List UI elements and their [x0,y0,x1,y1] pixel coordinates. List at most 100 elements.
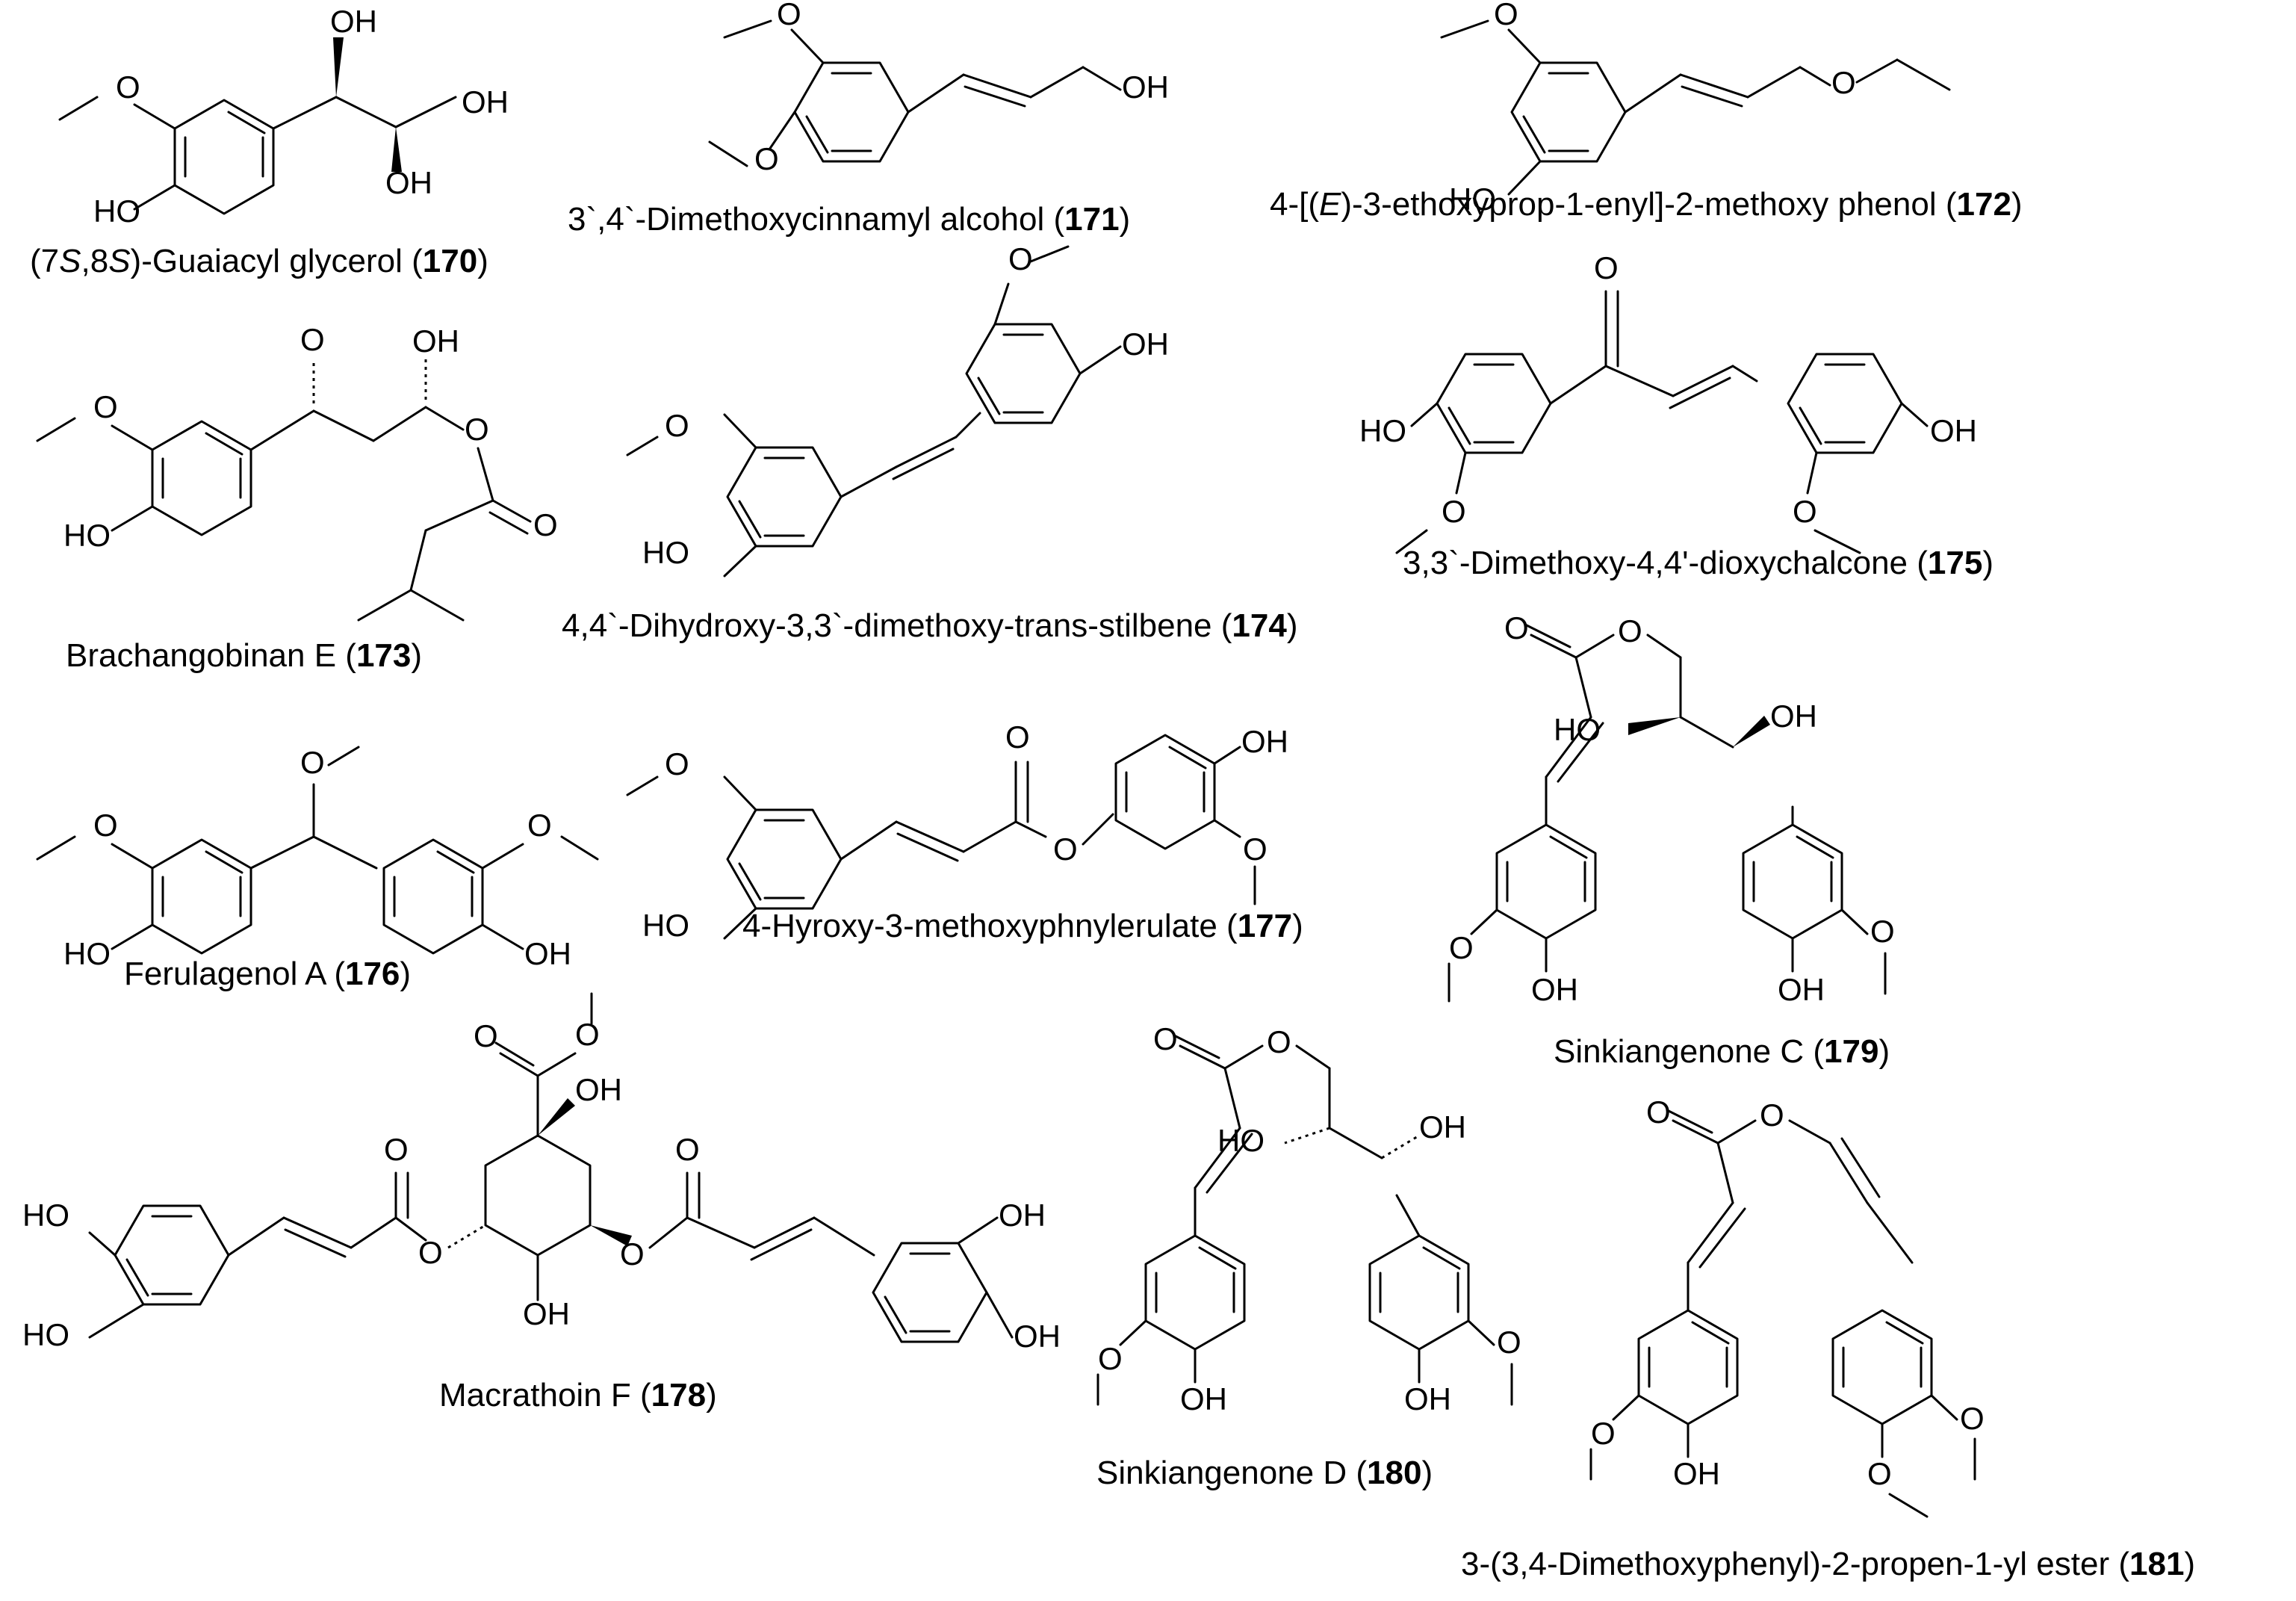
atom-o: O [533,507,558,542]
caption-178: Macrathoin F (178) [439,1377,717,1413]
atom-oh: OH [1770,699,1817,734]
structure-177-ring-b: OH O [1114,724,1288,905]
structure-171: O O OH [708,0,1169,176]
atom-ho: HO [1359,413,1406,448]
atom-o: O [1960,1401,1985,1436]
atom-o: O [620,1236,645,1272]
caption-174: 4,4`-Dihydroxy-3,3`-dimethoxy-trans-stil… [562,607,1298,644]
caption-181: 3-(3,4-Dimethoxyphenyl)-2-propen-1-yl es… [1461,1546,2196,1582]
structure-179: O OH O O HO OH [1448,610,1817,1007]
atom-ho: HO [642,908,689,943]
atom-ho: HO [93,193,140,229]
atom-oh: OH [1930,413,1977,448]
caption-172: 4-[(E)-3-ethoxyprop-1-enyl]-2-methoxy ph… [1270,186,2023,223]
structure-174-ring-b: O OH [965,241,1169,424]
atom-o: O [1504,610,1529,645]
atom-ho: HO [642,535,689,570]
atom-o: O [1494,0,1518,31]
atom-oh: OH [412,323,459,359]
atom-o: O [1005,719,1030,755]
atom-o: O [665,408,689,443]
atom-oh: OH [1241,724,1288,759]
atom-oh: OH [1014,1319,1061,1354]
atom-o: O [1449,930,1474,965]
structure-179-ring-b: O OH [1742,805,1895,1007]
atom-o: O [665,746,689,781]
atom-oh: OH [1122,326,1169,362]
atom-o: O [300,322,325,357]
structure-176: O HO O [36,745,378,971]
atom-oh: OH [999,1198,1046,1233]
atom-oh: OH [523,1296,570,1331]
caption-176: Ferulagenol A (176) [124,956,412,992]
structure-175-ring-b: OH O [1787,353,1977,554]
atom-o: O [474,1018,498,1053]
atom-ho: HO [1217,1123,1265,1158]
caption-171: 3`,4`-Dimethoxycinnamyl alcohol (171) [568,201,1131,238]
atom-o: O [93,389,118,424]
atom-ho: HO [63,936,111,971]
atom-o: O [1591,1416,1616,1451]
structure-174: O HO [626,408,981,577]
atom-o: O [1053,832,1078,867]
atom-o: O [1008,241,1033,276]
atom-o: O [384,1132,409,1167]
atom-oh: OH [1531,972,1578,1007]
structure-176-ring-b: O OH [382,808,599,971]
structure-180-ring-b: O OH [1368,1194,1521,1416]
structure-175: HO O O [1359,250,1758,554]
atom-oh: OH [1778,972,1825,1007]
atom-o: O [754,141,779,176]
atom-oh: OH [385,165,432,200]
caption-175: 3,3`-Dimethoxy-4,4'-dioxychalcone (175) [1403,545,1994,581]
structure-173: O HO O OH O O [36,322,558,622]
atom-o: O [465,412,489,447]
atom-o: O [1867,1456,1892,1491]
atom-o: O [1646,1094,1671,1130]
atom-o: O [675,1132,700,1167]
caption-173: Brachangobinan E (173) [66,637,423,674]
caption-177: 4-Hyroxy-3-methoxyphnylerulate (177) [742,908,1303,944]
caption-179: Sinkiangenone C (179) [1554,1033,1890,1070]
atom-o: O [116,69,140,105]
atom-oh: OH [1404,1381,1451,1416]
atom-ho: HO [1449,182,1496,217]
atom-oh: OH [1419,1109,1466,1145]
atom-o: O [300,745,325,780]
atom-oh: OH [1673,1456,1720,1491]
structure-178-ring-b: OH OH [872,1198,1061,1354]
caption-180: Sinkiangenone D (180) [1096,1455,1433,1491]
atom-ho: HO [22,1317,69,1352]
atom-o: O [1497,1325,1521,1360]
atom-oh: OH [462,84,509,120]
atom-o: O [93,808,118,843]
structure-170: O HO OH OH OH [58,4,509,229]
atom-o: O [777,0,801,31]
atom-o: O [1153,1021,1178,1056]
caption-170: (7S,8S)-Guaiacyl glycerol (170) [30,243,488,279]
structure-172: O HO O [1440,0,1951,217]
structure-178: HO HO O O OH O O O O OH [22,992,875,1352]
atom-o: O [575,1017,600,1052]
atom-o: O [1760,1097,1784,1133]
atom-oh: OH [330,4,377,39]
atom-o: O [1098,1341,1123,1376]
atom-o: O [1870,914,1895,949]
atom-oh: OH [1122,69,1169,105]
atom-o: O [1793,494,1817,529]
atom-ho: HO [63,518,111,553]
atom-o: O [418,1235,443,1270]
atom-o: O [1618,613,1642,648]
atom-o: O [1831,65,1856,100]
atom-o: O [1267,1024,1291,1059]
structure-177: O HO O O [626,719,1114,943]
atom-ho: HO [22,1198,69,1233]
structure-180: O OH O O HO OH [1096,1021,1466,1416]
atom-o: O [1243,832,1268,867]
atom-oh: OH [1180,1381,1227,1416]
atom-oh: OH [575,1072,622,1107]
structure-181: O OH O O [1589,1094,1914,1491]
atom-ho: HO [1554,712,1601,747]
atom-oh: OH [524,936,571,971]
